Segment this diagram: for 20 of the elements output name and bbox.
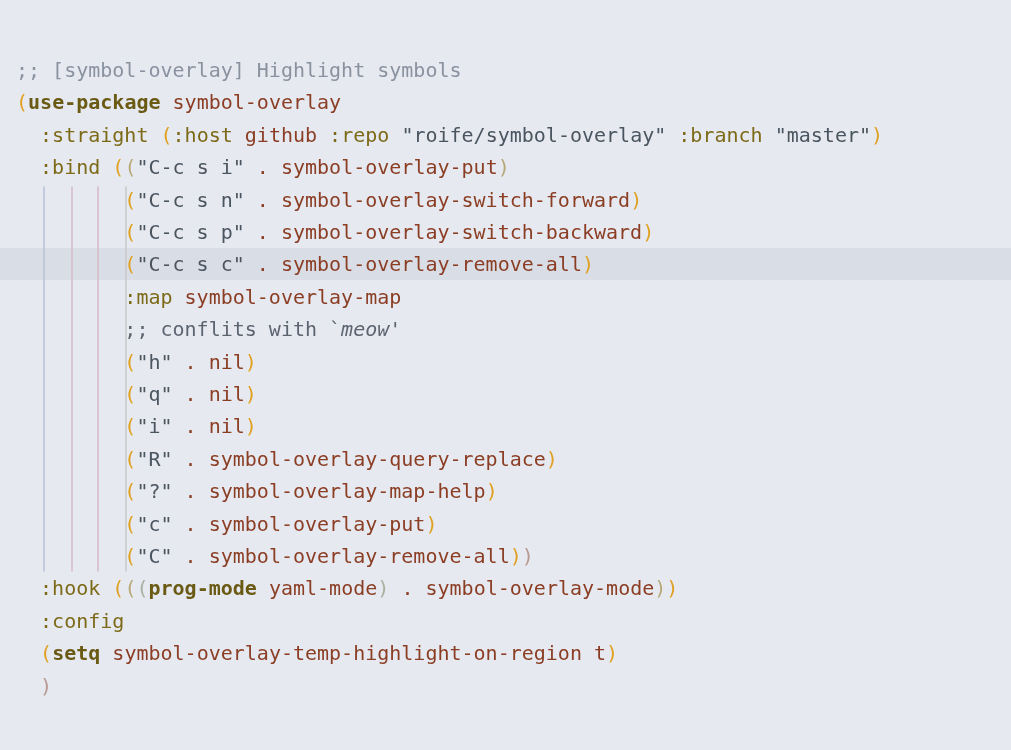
- code-line: ("C" . symbol-overlay-remove-all)): [124, 543, 534, 570]
- code-line: ("R" . symbol-overlay-query-replace): [124, 445, 558, 473]
- code-line: (setq symbol-overlay-temp-highlight-on-region t): [40, 640, 619, 668]
- code-line: :hook (((prog-mode yaml-mode) . symbol-overlay-mode)): [40, 575, 679, 603]
- code-line: ): [40, 672, 53, 700]
- code-comment: ;; [symbol-overlay] Highlight symbols: [16, 57, 462, 84]
- code-line: ("C-c s c" . symbol-overlay-remove-all): [124, 251, 594, 279]
- code-line: :bind (("C-c s i" . symbol-overlay-put): [40, 154, 510, 182]
- code-line: :config: [40, 607, 125, 635]
- code-comment: ;; conflits with `meow': [124, 316, 402, 344]
- code-line: ("h" . nil): [124, 348, 257, 376]
- code-line: (use-package symbol-overlay: [16, 89, 342, 117]
- code-line: ("C-c s n" . symbol-overlay-switch-forward): [124, 186, 643, 214]
- code-line: :straight (:host github :repo "roife/symbol-overlay" :branch "master"): [40, 121, 884, 149]
- code-line: ("q" . nil): [124, 381, 257, 408]
- code-line: ("C-c s p" . symbol-overlay-switch-backward): [124, 219, 655, 246]
- code-line: :map symbol-overlay-map: [124, 283, 402, 311]
- code-line: ("c" . symbol-overlay-put): [124, 510, 438, 538]
- code-line: ("i" . nil): [124, 413, 257, 441]
- code-line: ("?" . symbol-overlay-map-help): [124, 478, 498, 506]
